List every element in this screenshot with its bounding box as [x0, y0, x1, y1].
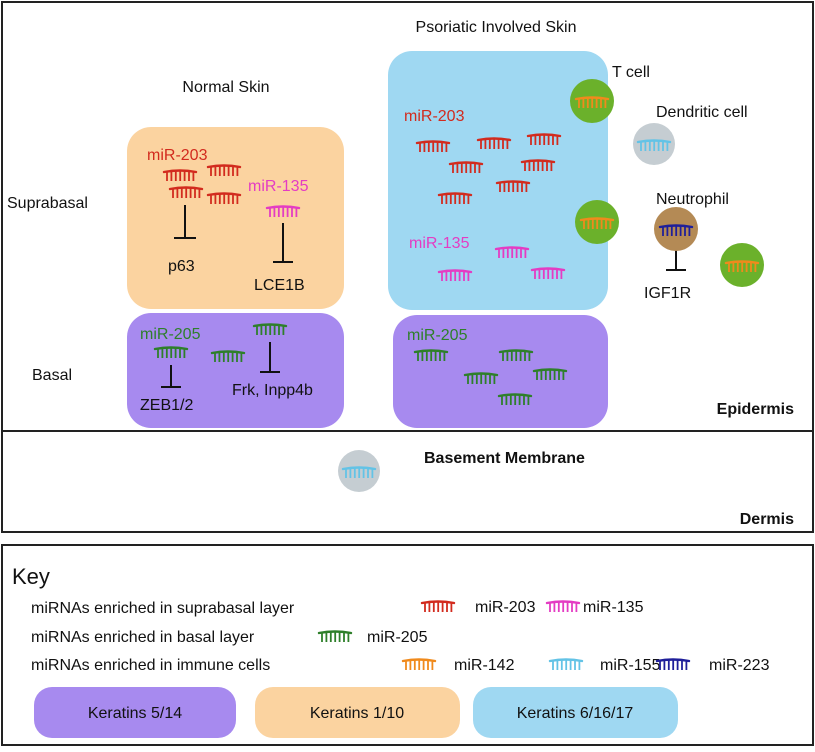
zeb-label: ZEB1/2 — [140, 397, 193, 414]
keratin-purple-label: Keratins 5/14 — [88, 705, 182, 722]
p63-label: p63 — [168, 258, 195, 275]
psoriatic-basal-region — [393, 315, 608, 428]
normal-suprabasal-region — [127, 127, 344, 309]
psoriatic-mir203-label: miR-203 — [404, 108, 465, 125]
normal-skin-title: Normal Skin — [182, 79, 269, 96]
psoriatic-mir135-label: miR-135 — [409, 235, 470, 252]
basal-label: Basal — [32, 367, 72, 384]
normal-mir205-label: miR-205 — [140, 326, 201, 343]
key-row3-label: miRNAs enriched in immune cells — [31, 657, 270, 674]
psoriatic-suprabasal-region — [388, 51, 608, 310]
key-mir203-label: miR-203 — [475, 599, 536, 616]
keratin-blue-label: Keratins 6/16/17 — [517, 705, 634, 722]
dermis-label: Dermis — [740, 511, 794, 528]
key-title: Key — [12, 564, 50, 589]
normal-mir135-label: miR-135 — [248, 178, 309, 195]
key-mir142-label: miR-142 — [454, 657, 515, 674]
basement-membrane-label: Basement Membrane — [424, 450, 585, 467]
keratin-orange-swatch — [255, 687, 460, 738]
keratin-orange-label: Keratins 1/10 — [310, 705, 404, 722]
neutrophil-label: Neutrophil — [656, 191, 729, 208]
psoriatic-skin-title: Psoriatic Involved Skin — [416, 19, 577, 36]
psoriatic-mir205-label: miR-205 — [407, 327, 468, 344]
lce1b-label: LCE1B — [254, 277, 305, 294]
keratin-purple-swatch — [34, 687, 236, 738]
key-mir205-label: miR-205 — [367, 629, 428, 646]
dendritic-cell-label: Dendritic cell — [656, 104, 748, 121]
key-mir135-label: miR-135 — [583, 599, 644, 616]
key-mir155-label: miR-155 — [600, 657, 661, 674]
key-mir223-label: miR-223 — [709, 657, 770, 674]
suprabasal-label: Suprabasal — [7, 195, 88, 212]
keratin-blue-swatch — [473, 687, 678, 738]
frk-inpp4b-label: Frk, Inpp4b — [232, 382, 313, 399]
key-row2-label: miRNAs enriched in basal layer — [31, 629, 255, 646]
t-cell-label: T cell — [612, 64, 650, 81]
normal-mir203-label: miR-203 — [147, 147, 208, 164]
key-row1-label: miRNAs enriched in suprabasal layer — [31, 600, 295, 617]
epidermis-label: Epidermis — [717, 401, 794, 418]
igf1r-label: IGF1R — [644, 285, 691, 302]
normal-basal-region — [127, 313, 344, 428]
